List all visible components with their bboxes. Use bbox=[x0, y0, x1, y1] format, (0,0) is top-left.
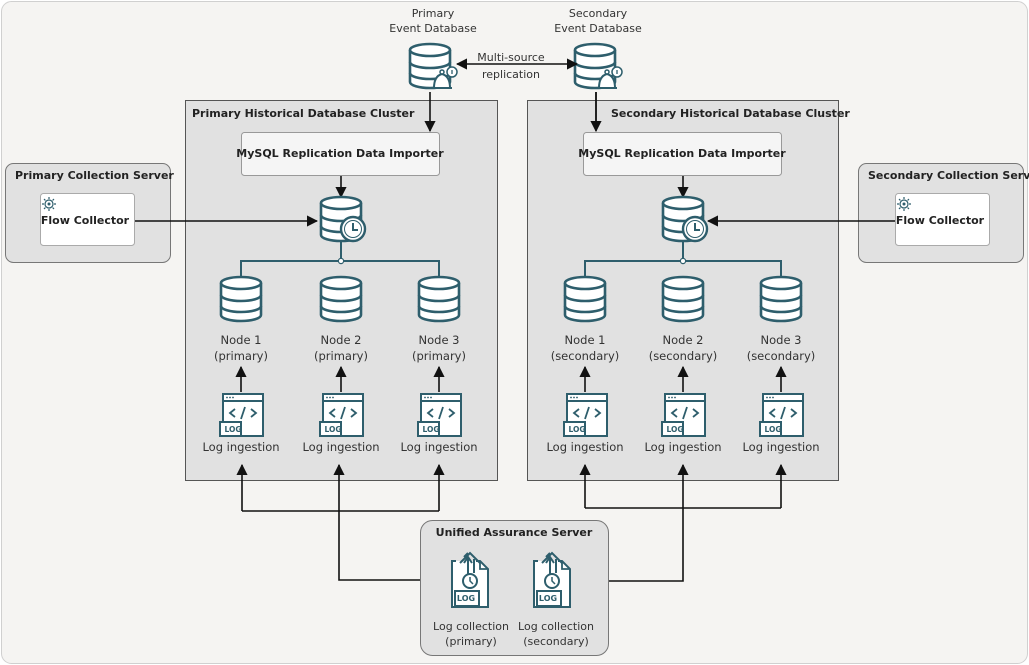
log-ingestion-label: Log ingestion bbox=[546, 440, 623, 454]
log-collection-secondary-label-1: Log collection bbox=[518, 620, 594, 633]
log-badge: LOG bbox=[764, 425, 781, 434]
node-name: Node 2 bbox=[663, 333, 704, 347]
primary-flow-collector-label: Flow Collector bbox=[41, 214, 130, 227]
primary-historical-db-icon[interactable] bbox=[321, 197, 365, 241]
node-database-icon[interactable] bbox=[417, 275, 461, 323]
log-badge: LOG bbox=[422, 425, 439, 434]
arrow-unified-to-primary bbox=[333, 463, 420, 581]
primary-collection-server: Primary Collection Server Flow Collector bbox=[5, 163, 174, 263]
primary-importer-box[interactable] bbox=[241, 132, 440, 176]
node-role: (secondary) bbox=[747, 349, 816, 363]
log-badge: LOG bbox=[666, 425, 683, 434]
node-database-icon[interactable] bbox=[219, 275, 263, 323]
node-role: (primary) bbox=[412, 349, 466, 363]
log-badge: LOG bbox=[324, 425, 341, 434]
log-ingestion-label: Log ingestion bbox=[644, 440, 721, 454]
node-database-icon[interactable] bbox=[759, 275, 803, 323]
node-database-icon[interactable] bbox=[319, 275, 363, 323]
primary-event-db-label-1: Primary bbox=[412, 7, 455, 20]
log-collection-secondary-label-2: (secondary) bbox=[523, 635, 589, 648]
log-ingestion-label: Log ingestion bbox=[400, 440, 477, 454]
node-database-icon[interactable] bbox=[661, 275, 705, 323]
secondary-flow-collector[interactable] bbox=[895, 193, 990, 246]
primary-importer-label: MySQL Replication Data Importer bbox=[236, 147, 444, 160]
primary-event-db-label-2: Event Database bbox=[389, 22, 477, 35]
junction-dot bbox=[337, 257, 345, 265]
node-role: (primary) bbox=[314, 349, 368, 363]
node-name: Node 2 bbox=[321, 333, 362, 347]
secondary-cluster-title: Secondary Historical Database Cluster bbox=[611, 107, 850, 120]
log-collection-primary-label-2: (primary) bbox=[445, 635, 497, 648]
unified-assurance-server: Unified Assurance Server LOG LOG Log col… bbox=[420, 520, 609, 656]
secondary-event-db-label-2: Event Database bbox=[554, 22, 642, 35]
unified-title: Unified Assurance Server bbox=[436, 526, 593, 539]
secondary-flow-collector-label: Flow Collector bbox=[896, 214, 985, 227]
node-name: Node 3 bbox=[761, 333, 802, 347]
node-name: Node 3 bbox=[419, 333, 460, 347]
log-collection-primary-label-1: Log collection bbox=[433, 620, 509, 633]
primary-cluster-title: Primary Historical Database Cluster bbox=[192, 107, 415, 120]
log-badge: LOG bbox=[539, 594, 557, 603]
node-role: (primary) bbox=[214, 349, 268, 363]
node-database-icon[interactable] bbox=[563, 275, 607, 323]
arrow-unified-to-secondary bbox=[608, 463, 689, 582]
log-ingestion-label: Log ingestion bbox=[202, 440, 279, 454]
secondary-importer-label: MySQL Replication Data Importer bbox=[578, 147, 786, 160]
log-badge: LOG bbox=[568, 425, 585, 434]
node-name: Node 1 bbox=[565, 333, 606, 347]
log-badge: LOG bbox=[224, 425, 241, 434]
secondary-collection-title: Secondary Collection Server bbox=[868, 169, 1029, 182]
primary-event-database-icon[interactable] bbox=[410, 44, 457, 88]
node-name: Node 1 bbox=[221, 333, 262, 347]
replication-label-2: replication bbox=[482, 68, 540, 81]
replication-label-1: Multi-source bbox=[477, 51, 545, 64]
secondary-event-db-label-1: Secondary bbox=[569, 7, 628, 20]
junction-dot bbox=[679, 257, 687, 265]
secondary-event-database-icon[interactable] bbox=[575, 44, 622, 88]
primary-flow-collector[interactable] bbox=[40, 193, 135, 246]
log-ingestion-label: Log ingestion bbox=[302, 440, 379, 454]
secondary-collection-server: Secondary Collection Server Flow Collect… bbox=[858, 163, 1029, 263]
node-role: (secondary) bbox=[649, 349, 718, 363]
secondary-importer-box[interactable] bbox=[583, 132, 782, 176]
node-role: (secondary) bbox=[551, 349, 620, 363]
primary-collection-title: Primary Collection Server bbox=[15, 169, 174, 182]
secondary-historical-db-icon[interactable] bbox=[663, 197, 707, 241]
log-ingestion-label: Log ingestion bbox=[742, 440, 819, 454]
log-badge: LOG bbox=[457, 594, 475, 603]
